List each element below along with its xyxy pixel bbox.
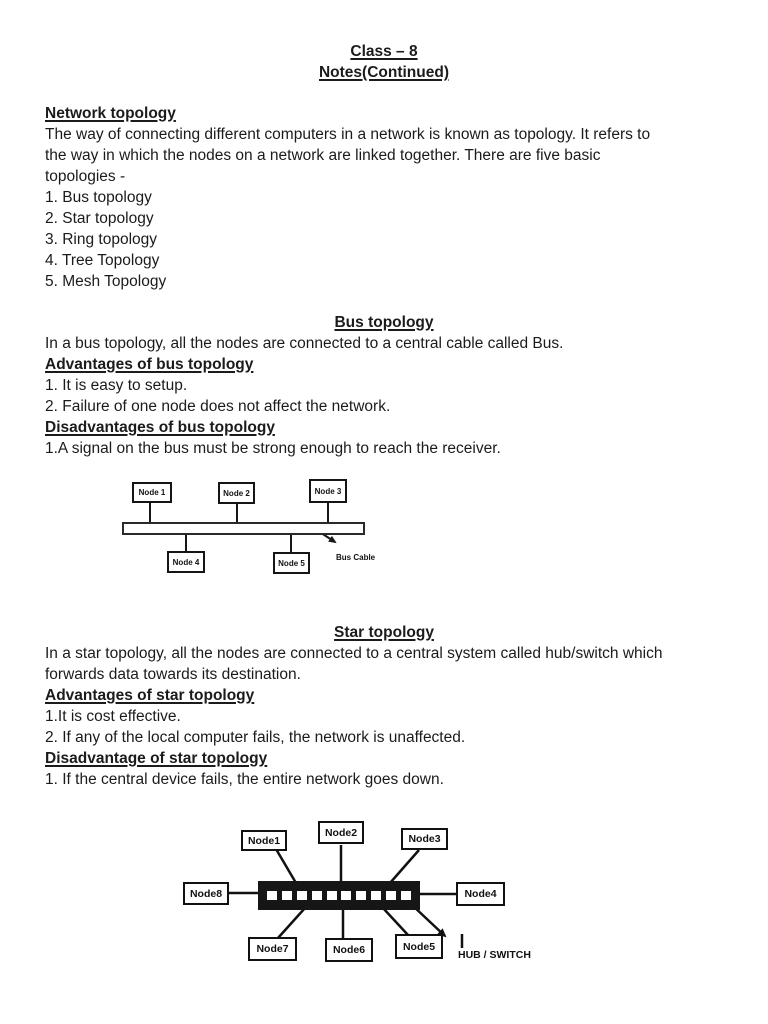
bus-topology-diagram: Node 1 Node 2 Node 3 Node 4 Node 5 Bus C…: [120, 477, 382, 579]
hub-port: [356, 891, 367, 900]
bus-heading: Bus topology: [334, 314, 434, 331]
star-disadvantage-1: 1. If the central device fails, the enti…: [45, 771, 444, 788]
hub-port: [371, 891, 382, 900]
hub-switch-arrow: [411, 904, 447, 938]
star-intro-line-1: In a star topology, all the nodes are co…: [45, 645, 663, 662]
hub-port: [296, 891, 307, 900]
topology-list-item-1: 1. Bus topology: [45, 189, 152, 206]
star-node-6: Node6: [325, 938, 373, 962]
star-node-2: Node2: [318, 821, 364, 844]
bus-node-2: Node 2: [218, 482, 255, 504]
network-para-line-1: The way of connecting different computer…: [45, 126, 651, 143]
star-node-8: Node8: [183, 882, 229, 905]
network-para-line-2: the way in which the nodes on a network …: [45, 147, 601, 164]
star-connector-lines: [229, 845, 464, 948]
bus-node-5: Node 5: [273, 552, 310, 574]
star-node-5: Node5: [395, 934, 443, 959]
hub-port: [400, 891, 411, 900]
bus-node-1: Node 1: [132, 482, 172, 503]
section-network-topology: Network topology The way of connecting d…: [45, 103, 650, 292]
hub-port: [281, 891, 292, 900]
bus-disadvantages-heading: Disadvantages of bus topology: [45, 419, 275, 436]
star-node-4: Node4: [456, 882, 505, 906]
doc-subtitle: Notes(Continued): [318, 64, 449, 81]
hub-port: [341, 891, 352, 900]
bus-advantage-2: 2. Failure of one node does not affect t…: [45, 398, 391, 415]
topology-list-item-2: 2. Star topology: [45, 210, 154, 227]
star-node-7: Node7: [248, 937, 297, 961]
star-heading-wrap: Star topology: [0, 622, 768, 643]
doc-header: Class – 8 Notes(Continued): [0, 41, 768, 83]
doc-title: Class – 8: [350, 43, 418, 60]
section-star-topology: In a star topology, all the nodes are co…: [45, 643, 662, 790]
bus-node-4: Node 4: [167, 551, 205, 573]
bus-heading-wrap: Bus topology: [0, 312, 768, 333]
topology-list-item-4: 4. Tree Topology: [45, 252, 160, 269]
star-node-1: Node1: [241, 830, 287, 851]
hub-port: [311, 891, 322, 900]
topology-list-item-5: 5. Mesh Topology: [45, 273, 167, 290]
network-heading: Network topology: [45, 105, 176, 122]
network-para-line-3: topologies -: [45, 168, 126, 185]
star-advantage-2: 2. If any of the local computer fails, t…: [45, 729, 466, 746]
bus-advantage-1: 1. It is easy to setup.: [45, 377, 188, 394]
bus-intro: In a bus topology, all the nodes are con…: [45, 335, 564, 352]
topology-list-item-3: 3. Ring topology: [45, 231, 158, 248]
bus-advantages-heading: Advantages of bus topology: [45, 356, 254, 373]
hub-switch-box: [258, 881, 420, 910]
star-node-3: Node3: [401, 828, 448, 850]
star-disadvantage-heading: Disadvantage of star topology: [45, 750, 268, 767]
hub-port: [326, 891, 337, 900]
star-intro-line-2: forwards data towards its destination.: [45, 666, 301, 683]
star-heading: Star topology: [334, 624, 434, 641]
star-topology-diagram: Node1 Node2 Node3 Node4 Node5 Node6 Node…: [180, 818, 550, 968]
star-advantages-heading: Advantages of star topology: [45, 687, 255, 704]
bus-disadvantage-1: 1.A signal on the bus must be strong eno…: [45, 440, 501, 457]
hub-port: [386, 891, 396, 900]
bus-cable-bar: [122, 522, 365, 535]
hub-switch-label: HUB / SWITCH: [458, 949, 531, 961]
star-advantage-1: 1.It is cost effective.: [45, 708, 181, 725]
section-bus-topology: In a bus topology, all the nodes are con…: [45, 333, 563, 459]
bus-cable-label: Bus Cable: [336, 553, 376, 562]
bus-node-3: Node 3: [309, 479, 347, 503]
hub-port: [267, 891, 277, 900]
